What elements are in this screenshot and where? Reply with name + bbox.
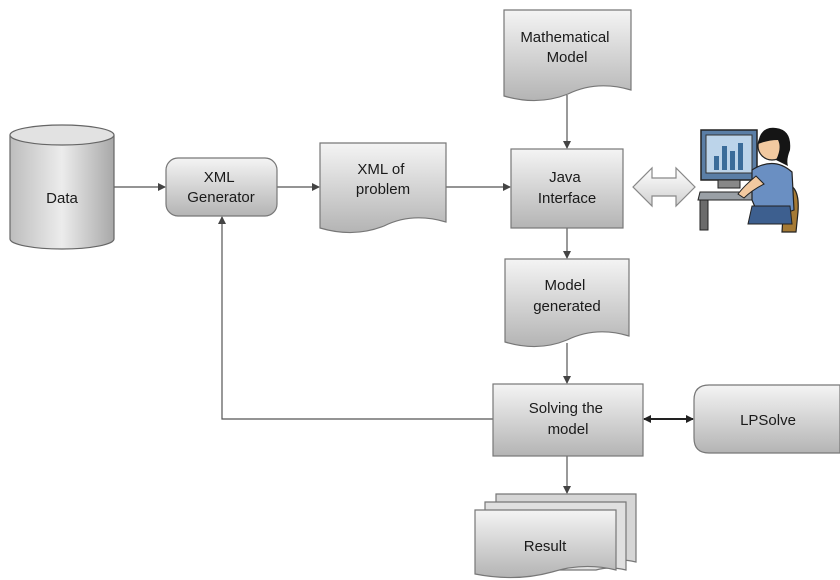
connectors — [114, 95, 694, 494]
model-generated-label-line2: generated — [533, 298, 601, 315]
svg-text:Model generated: Model generated — [533, 277, 601, 315]
model-generated-node: Model generated — [504, 258, 630, 348]
lpsolve-label: LPSolve — [740, 412, 796, 429]
xml-problem-label-line2: problem — [356, 181, 410, 198]
result-node: Result — [474, 493, 637, 579]
lpsolve-node: LPSolve — [693, 384, 840, 454]
java-interface-label-line2: Interface — [538, 190, 596, 207]
svg-text:Solving the model: Solving the model — [529, 400, 607, 438]
java-interface-label-line1: Java — [549, 169, 581, 186]
math-model-label-line2: Model — [547, 49, 588, 66]
data-label: Data — [46, 190, 78, 207]
svg-text:XML of problem: XML of problem — [356, 161, 410, 198]
double-arrow-icon — [632, 166, 696, 208]
xml-generator-node: XML Generator — [165, 157, 278, 217]
xml-generator-label-line1: XML — [204, 169, 235, 186]
solving-model-label-line2: model — [548, 421, 589, 438]
xml-problem-label-line1: XML of — [357, 161, 405, 178]
math-model-label-line1: Mathematical — [520, 29, 609, 46]
java-interface-node: Java Interface — [510, 148, 624, 229]
data-node: Data — [9, 124, 115, 250]
math-model-node: Mathematical Model — [503, 9, 632, 102]
xml-problem-node: XML of problem — [319, 142, 447, 234]
solving-model-label-line1: Solving the — [529, 400, 603, 417]
result-label: Result — [524, 538, 567, 555]
svg-text:Java Interface: Java Interface — [538, 169, 596, 207]
svg-text:Mathematical Model: Mathematical Model — [520, 29, 613, 66]
connector-feedback-to-xml-generator — [218, 216, 493, 420]
xml-generator-label-line2: Generator — [187, 189, 255, 206]
solving-model-node: Solving the model — [492, 383, 644, 457]
svg-text:XML Generator: XML Generator — [187, 169, 255, 206]
user-at-computer-icon — [697, 127, 799, 233]
model-generated-label-line1: Model — [544, 277, 585, 294]
